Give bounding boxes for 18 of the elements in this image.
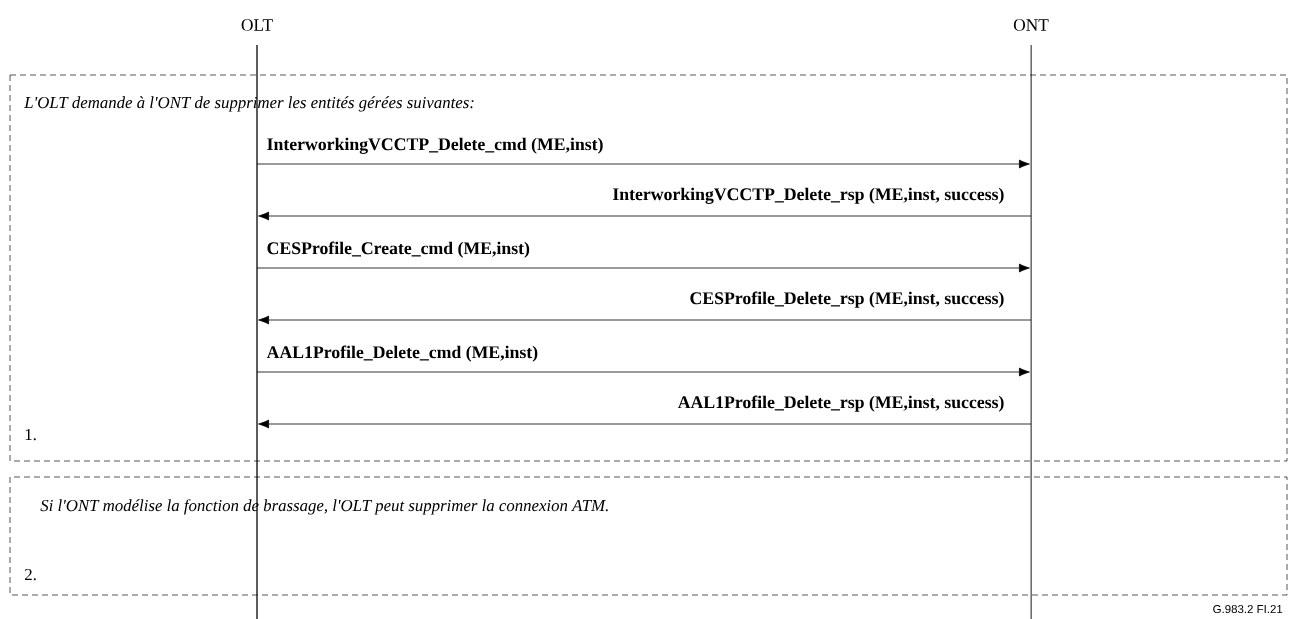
message-label: InterworkingVCCTP_Delete_rsp (ME,inst, success): [612, 187, 1004, 204]
message-arrow: [256, 367, 1030, 377]
figure-id: G.983.2 FI.21: [1213, 605, 1283, 614]
lifeline-label: ONT: [1013, 19, 1049, 31]
message-label: AAL1Profile_Delete_rsp (ME,inst, success): [677, 395, 1004, 412]
step-number: 1.: [25, 428, 36, 441]
step-number: 2.: [25, 568, 36, 581]
message-arrow: [258, 419, 1032, 429]
message-arrow: [258, 211, 1032, 221]
message-label: AAL1Profile_Delete_cmd (ME,inst): [266, 345, 538, 362]
message-arrow: [258, 315, 1032, 325]
message-label: CESProfile_Create_cmd (ME,inst): [267, 241, 530, 258]
lifeline-label: OLT: [241, 19, 273, 31]
message-arrow: [256, 159, 1030, 169]
lifeline: [256, 44, 258, 619]
message-label: InterworkingVCCTP_Delete_cmd (ME,inst): [267, 137, 603, 154]
message-label: CESProfile_Delete_rsp (ME,inst, success): [690, 291, 1004, 308]
message-arrow: [256, 263, 1030, 273]
